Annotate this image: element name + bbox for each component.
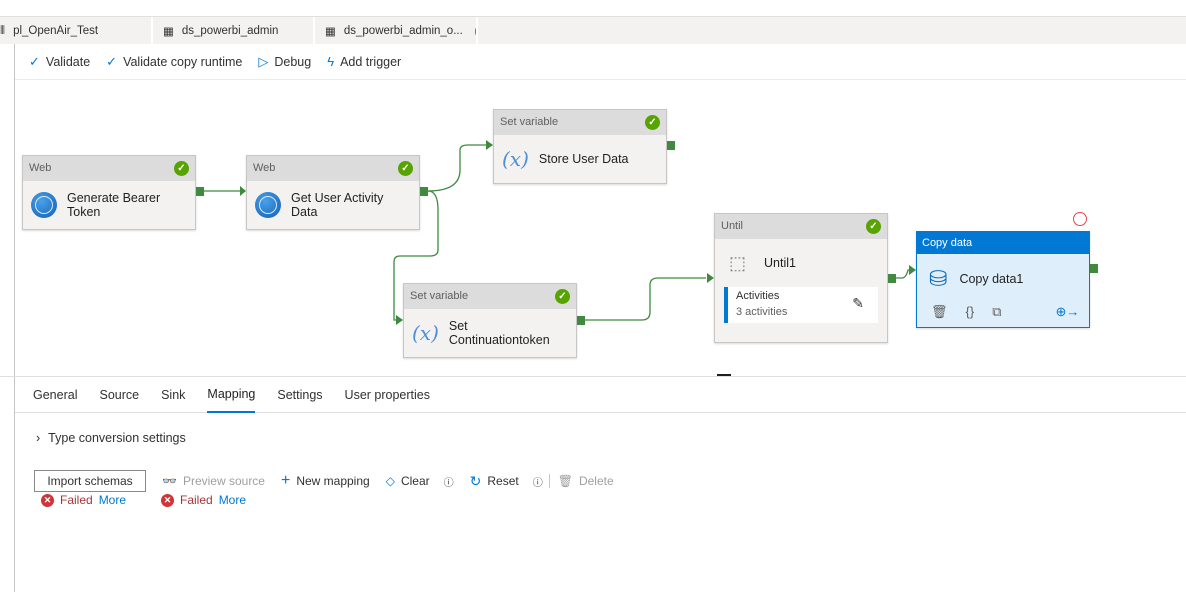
new-mapping-button[interactable]: +New mapping <box>280 472 370 489</box>
success-check-icon: ✓ <box>866 219 881 234</box>
connectors <box>204 140 916 325</box>
code-braces-icon[interactable]: {} <box>965 304 975 319</box>
pipeline-icon: ⦀ <box>0 24 6 37</box>
debug-button[interactable]: ▷Debug <box>258 53 312 69</box>
output-port[interactable] <box>420 187 428 196</box>
until-activity[interactable]: Until✓ ⬚Until1 Activities 3 activities ✎ <box>714 213 888 343</box>
tab-source[interactable]: Source <box>99 388 140 402</box>
resize-handle[interactable] <box>717 374 731 376</box>
play-icon: ▷ <box>258 53 269 69</box>
toolbar: ✓Validate ✓Validate copy runtime ▷Debug … <box>15 44 1186 80</box>
mapping-toolbar: Import schemas 👓Preview source +New mapp… <box>34 470 614 492</box>
tab-pipeline[interactable]: ⦀pl_OpenAir_Test <box>0 17 153 45</box>
delete-icon[interactable]: 🗑 <box>931 304 948 319</box>
output-port[interactable] <box>888 274 896 283</box>
success-check-icon: ✓ <box>398 161 413 176</box>
reset-icon: ↻ <box>469 472 482 489</box>
globe-icon <box>255 192 281 218</box>
globe-icon <box>31 192 57 218</box>
chevron-right-icon: › <box>36 431 41 445</box>
copy-icon[interactable]: ⧉ <box>992 304 1002 319</box>
set-variable-store-user-data[interactable]: Set variable✓ (x)Store User Data <box>493 109 667 184</box>
success-check-icon: ✓ <box>555 289 570 304</box>
tab-settings[interactable]: Settings <box>277 388 323 402</box>
tab-dataset-1[interactable]: ▦ds_powerbi_admin <box>153 17 315 45</box>
divider <box>0 376 1186 377</box>
error-indicator-icon <box>1073 212 1087 226</box>
table-icon: ▦ <box>163 26 174 38</box>
success-check-icon: ✓ <box>174 161 189 176</box>
output-port[interactable] <box>667 141 675 150</box>
variable-icon: (x) <box>412 321 439 345</box>
error-icon: ✕ <box>161 493 174 507</box>
type-conversion-settings-toggle[interactable]: ›Type conversion settings <box>36 431 186 445</box>
edit-pencil-icon[interactable]: ✎ <box>852 295 864 311</box>
delete-button[interactable]: 🗑Delete <box>548 474 614 488</box>
web-activity-generate-bearer-token[interactable]: Web✓ Generate Bearer Token <box>22 155 196 230</box>
loop-icon: ⬚ <box>729 252 747 273</box>
connector <box>393 190 439 321</box>
output-port[interactable] <box>1090 264 1098 273</box>
tab-dataset-2[interactable]: ▦ds_powerbi_admin_o... <box>315 17 478 45</box>
check-icon: ✓ <box>29 53 40 69</box>
validate-button[interactable]: ✓Validate <box>29 53 91 69</box>
more-link[interactable]: More <box>218 493 247 507</box>
trigger-icon: ϟ <box>327 54 335 69</box>
eraser-icon: ◇ <box>385 474 395 488</box>
validate-copy-runtime-button[interactable]: ✓Validate copy runtime <box>106 53 243 69</box>
properties-tabs: General Source Sink Mapping Settings Use… <box>15 378 1186 413</box>
tab-user-properties[interactable]: User properties <box>344 388 430 402</box>
add-output-icon[interactable]: ⊕→ <box>1055 304 1080 319</box>
table-icon: ▦ <box>325 26 336 38</box>
import-schemas-button[interactable]: Import schemas <box>34 470 146 492</box>
connector <box>896 269 910 279</box>
error-icon: ✕ <box>41 493 54 507</box>
more-link[interactable]: More <box>98 493 127 507</box>
tab-mapping[interactable]: Mapping <box>207 378 256 413</box>
info-icon[interactable]: ⓘ <box>532 477 543 489</box>
glasses-icon: 👓 <box>162 474 177 488</box>
variable-icon: (x) <box>502 147 529 171</box>
activities-panel[interactable]: Activities 3 activities ✎ <box>724 287 878 323</box>
connector <box>585 277 706 321</box>
database-icon: ⛁ <box>929 266 948 291</box>
tab-general[interactable]: General <box>33 388 78 402</box>
preview-source-button[interactable]: 👓Preview source <box>162 474 265 488</box>
web-activity-get-user-activity-data[interactable]: Web✓ Get User Activity Data <box>246 155 420 230</box>
output-port[interactable] <box>196 187 204 196</box>
success-check-icon: ✓ <box>645 115 660 130</box>
info-icon[interactable]: ⓘ <box>443 477 454 489</box>
copy-data-activity[interactable]: Copy data ⛁Copy data1 🗑{}⧉⊕→ <box>916 231 1090 328</box>
tab-sink[interactable]: Sink <box>161 388 186 402</box>
connector <box>427 144 486 192</box>
trash-icon: 🗑 <box>557 474 573 488</box>
divider <box>14 44 15 592</box>
output-port[interactable] <box>577 316 585 325</box>
check-icon: ✓ <box>106 53 118 69</box>
set-variable-set-continuationtoken[interactable]: Set variable✓ (x)Set Continuationtoken <box>403 283 577 358</box>
plus-icon: + <box>280 472 291 489</box>
unsaved-dot-icon <box>474 27 476 35</box>
tab-bar: ⦀pl_OpenAir_Test ▦ds_powerbi_admin ▦ds_p… <box>0 16 1186 45</box>
